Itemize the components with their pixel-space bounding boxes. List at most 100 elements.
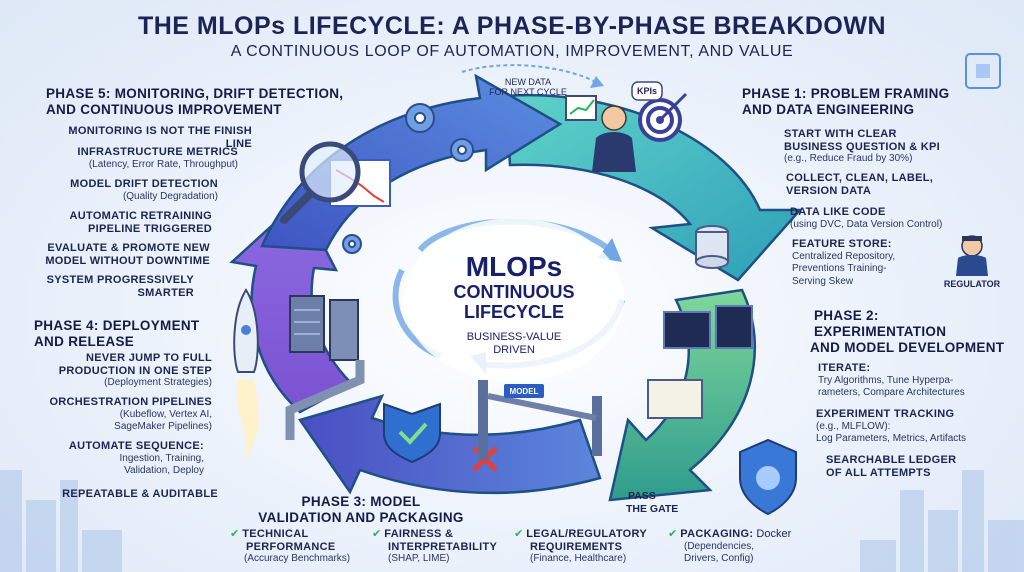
- page-title: THE MLOPs LIFECYCLE: A PHASE-BY-PHASE BR…: [137, 12, 887, 40]
- magnifier-chart-icon: [280, 141, 391, 224]
- phase3-item-4-sub2: Drivers, Config): [684, 553, 754, 564]
- phase2-item-2: EXPERIMENT TRACKING (e.g., MLFLOW): Log …: [816, 408, 1016, 446]
- rocket-icon: [233, 288, 259, 460]
- phase4-item-1-sub: (Deployment Strategies): [104, 377, 212, 388]
- phase4-item-1: NEVER JUMP TO FULL PRODUCTION IN ONE STE…: [40, 352, 212, 390]
- phase5-item-6: SYSTEM PROGRESSIVELY SMARTER: [40, 274, 194, 299]
- phase2-title: PHASE 2: EXPERIMENTATION AND MODEL DEVEL…: [810, 308, 1004, 356]
- new-data-line-1: NEW DATA: [504, 77, 552, 87]
- target-icon: [638, 92, 688, 142]
- center-line-1: MLOPs: [465, 251, 563, 282]
- phase5-item-4-head: AUTOMATIC RETRAINING: [69, 210, 212, 222]
- circuit-chip-icon: [965, 53, 1001, 89]
- phase1-item-2-head: COLLECT, CLEAN, LABEL,: [786, 172, 934, 184]
- phase3-item-2: ✔ FAIRNESS & INTERPRETABILITY (SHAP, LIM…: [372, 528, 512, 566]
- cycle-arrow-icon: [461, 64, 604, 88]
- phase4-title-line-2: AND RELEASE: [34, 334, 135, 349]
- phase1-item-3-sub: (using DVC, Data Version Control): [790, 218, 943, 230]
- phase1-title: PHASE 1: PROBLEM FRAMING AND DATA ENGINE…: [742, 86, 949, 118]
- page-subtitle: A CONTINUOUS LOOP OF AUTOMATION, IMPROVE…: [230, 43, 794, 60]
- phase2-item-3: SEARCHABLE LEDGER OF ALL ATTEMPTS: [826, 454, 1006, 479]
- phase2-item-3-head: SEARCHABLE LEDGER: [826, 454, 957, 466]
- center-line-3: LIFECYCLE: [463, 302, 564, 322]
- phase3-title-line-2: VALIDATION AND PACKAGING: [258, 510, 464, 525]
- phase4-title-line-1: PHASE 4: DEPLOYMENT: [34, 318, 200, 333]
- phase2-item-1-sub: Try Algorithms, Tune Hyperpa-: [818, 374, 954, 386]
- new-data-label: NEW DATA FOR NEXT CYCLE: [488, 77, 568, 97]
- phase3-item-2-sub: (SHAP, LIME): [388, 553, 450, 564]
- phase3-item-1-sub: (Accuracy Benchmarks): [244, 553, 351, 564]
- phase1-title-line-2: AND DATA ENGINEERING: [742, 102, 915, 117]
- pass-gate-label: PASS THE GATE: [626, 490, 706, 515]
- phase1-item-1-head: START WITH CLEAR: [784, 128, 897, 140]
- phase1-item-4-sub: Centralized Repository,: [792, 250, 896, 262]
- phase3-item-2-head2: INTERPRETABILITY: [388, 540, 498, 553]
- ring-phase3: [297, 394, 602, 495]
- center-line-4: BUSINESS-VALUE: [466, 331, 562, 343]
- bar-chart-icon: [565, 95, 597, 121]
- phase2-item-1-head: ITERATE:: [818, 362, 871, 374]
- check-icon: ✔: [668, 528, 678, 540]
- phase2-item-2-sub: (e.g., MLFLOW):: [816, 420, 891, 432]
- phase2-item-3-head2: OF ALL ATTEMPTS: [826, 466, 931, 479]
- phase3-item-3-head2: REQUIREMENTS: [530, 540, 623, 553]
- phase4-item-3-sub: Ingestion, Training,: [119, 452, 205, 464]
- phase4-item-3-head: AUTOMATE SEQUENCE:: [68, 440, 204, 452]
- phase5-item-2-sub: (Latency, Error Rate, Throughput): [88, 158, 238, 170]
- phase3-title: PHASE 3: MODEL VALIDATION AND PACKAGING: [256, 494, 466, 526]
- gate-icon: [478, 380, 602, 460]
- phase1-item-4-sub2: Preventions Training-: [792, 263, 887, 274]
- shield-check-icon: [383, 402, 441, 464]
- phase3-title-line-1: PHASE 3: MODEL: [301, 494, 421, 509]
- phase4-item-3-sub2: Validation, Deploy: [124, 465, 204, 476]
- phase2-item-2-sub2: Log Parameters, Metrics, Artifacts: [816, 433, 967, 444]
- phase3-item-2-head: FAIRNESS &: [384, 528, 454, 540]
- phase3-item-1: ✔ TECHNICAL PERFORMANCE (Accuracy Benchm…: [230, 528, 380, 566]
- phase3-item-3-head: LEGAL/REGULATORY: [526, 528, 647, 540]
- server-rack-icon: [289, 295, 359, 361]
- phase3-item-3: ✔ LEGAL/REGULATORY REQUIREMENTS (Finance…: [514, 528, 654, 566]
- phase4-title: PHASE 4: DEPLOYMENT AND RELEASE: [34, 318, 199, 350]
- pipeline-icon: [285, 360, 365, 440]
- phase5-item-3: MODEL DRIFT DETECTION (Quality Degradati…: [40, 178, 218, 203]
- phase4-item-4: REPEATABLE & AUDITABLE: [40, 488, 218, 501]
- phase2-item-2-head: EXPERIMENT TRACKING: [816, 408, 955, 420]
- phase4-item-2-head: ORCHESTRATION PIPELINES: [49, 396, 212, 408]
- phase5-item-6-head2: SMARTER: [137, 286, 194, 299]
- phase5-title-line-1: PHASE 5: MONITORING, DRIFT DETECTION,: [46, 86, 344, 101]
- phase1-item-3: DATA LIKE CODE (using DVC, Data Version …: [790, 206, 1000, 231]
- kpi-bubble: [631, 81, 663, 101]
- phase5-title-line-2: AND CONTINUOUS IMPROVEMENT: [46, 102, 282, 117]
- phase2-item-1: ITERATE: Try Algorithms, Tune Hyperpa- r…: [818, 362, 1018, 400]
- phase3-item-4-head: PACKAGING:: [680, 528, 754, 540]
- phase5-item-3-head: MODEL DRIFT DETECTION: [70, 178, 218, 190]
- center-line-2: CONTINUOUS: [453, 282, 575, 302]
- business-person-icon: [592, 105, 636, 172]
- gear-icon: [342, 103, 474, 254]
- phase1-item-2-head2: VERSION DATA: [786, 184, 872, 197]
- phase1-item-3-head: DATA LIKE CODE: [790, 206, 886, 218]
- phase3-item-4-head-tail: Docker: [756, 528, 792, 540]
- check-icon: ✔: [230, 528, 240, 540]
- phase5-item-1-head: MONITORING IS NOT THE FINISH LINE: [68, 125, 252, 150]
- phase2-item-1-sub2: rameters, Compare Architectures: [818, 387, 965, 398]
- phase1-item-4-head: FEATURE STORE:: [792, 238, 892, 250]
- phase3-item-3-sub: (Finance, Healthcare): [530, 553, 627, 564]
- pass-line-1: PASS: [628, 490, 656, 502]
- phase2-title-line-2: EXPERIMENTATION: [814, 324, 947, 339]
- center-title: MLOPs CONTINUOUS LIFECYCLE BUSINESS-VALU…: [424, 252, 604, 357]
- phase4-item-1-head2: PRODUCTION IN ONE STEP: [58, 364, 212, 377]
- phase3-item-1-head2: PERFORMANCE: [246, 540, 336, 553]
- phase5-item-5: EVALUATE & PROMOTE NEW MODEL WITHOUT DOW…: [20, 242, 210, 267]
- phase5-item-6-head: SYSTEM PROGRESSIVELY: [46, 274, 194, 286]
- phase5-item-2-head: INFRASTRUCTURE METRICS: [77, 146, 238, 158]
- center-line-5: DRIVEN: [493, 344, 535, 356]
- phase5-title: PHASE 5: MONITORING, DRIFT DETECTION, AN…: [46, 86, 343, 118]
- phase3-item-1-head: TECHNICAL: [242, 528, 309, 540]
- regulator-label: REGULATOR: [943, 279, 1001, 289]
- new-data-line-2: FOR NEXT CYCLE: [489, 87, 567, 97]
- kpis-label: KPIs: [636, 86, 657, 96]
- phase1-item-2: COLLECT, CLEAN, LABEL, VERSION DATA: [786, 172, 986, 197]
- phase5-item-5-head: EVALUATE & PROMOTE NEW: [47, 242, 210, 254]
